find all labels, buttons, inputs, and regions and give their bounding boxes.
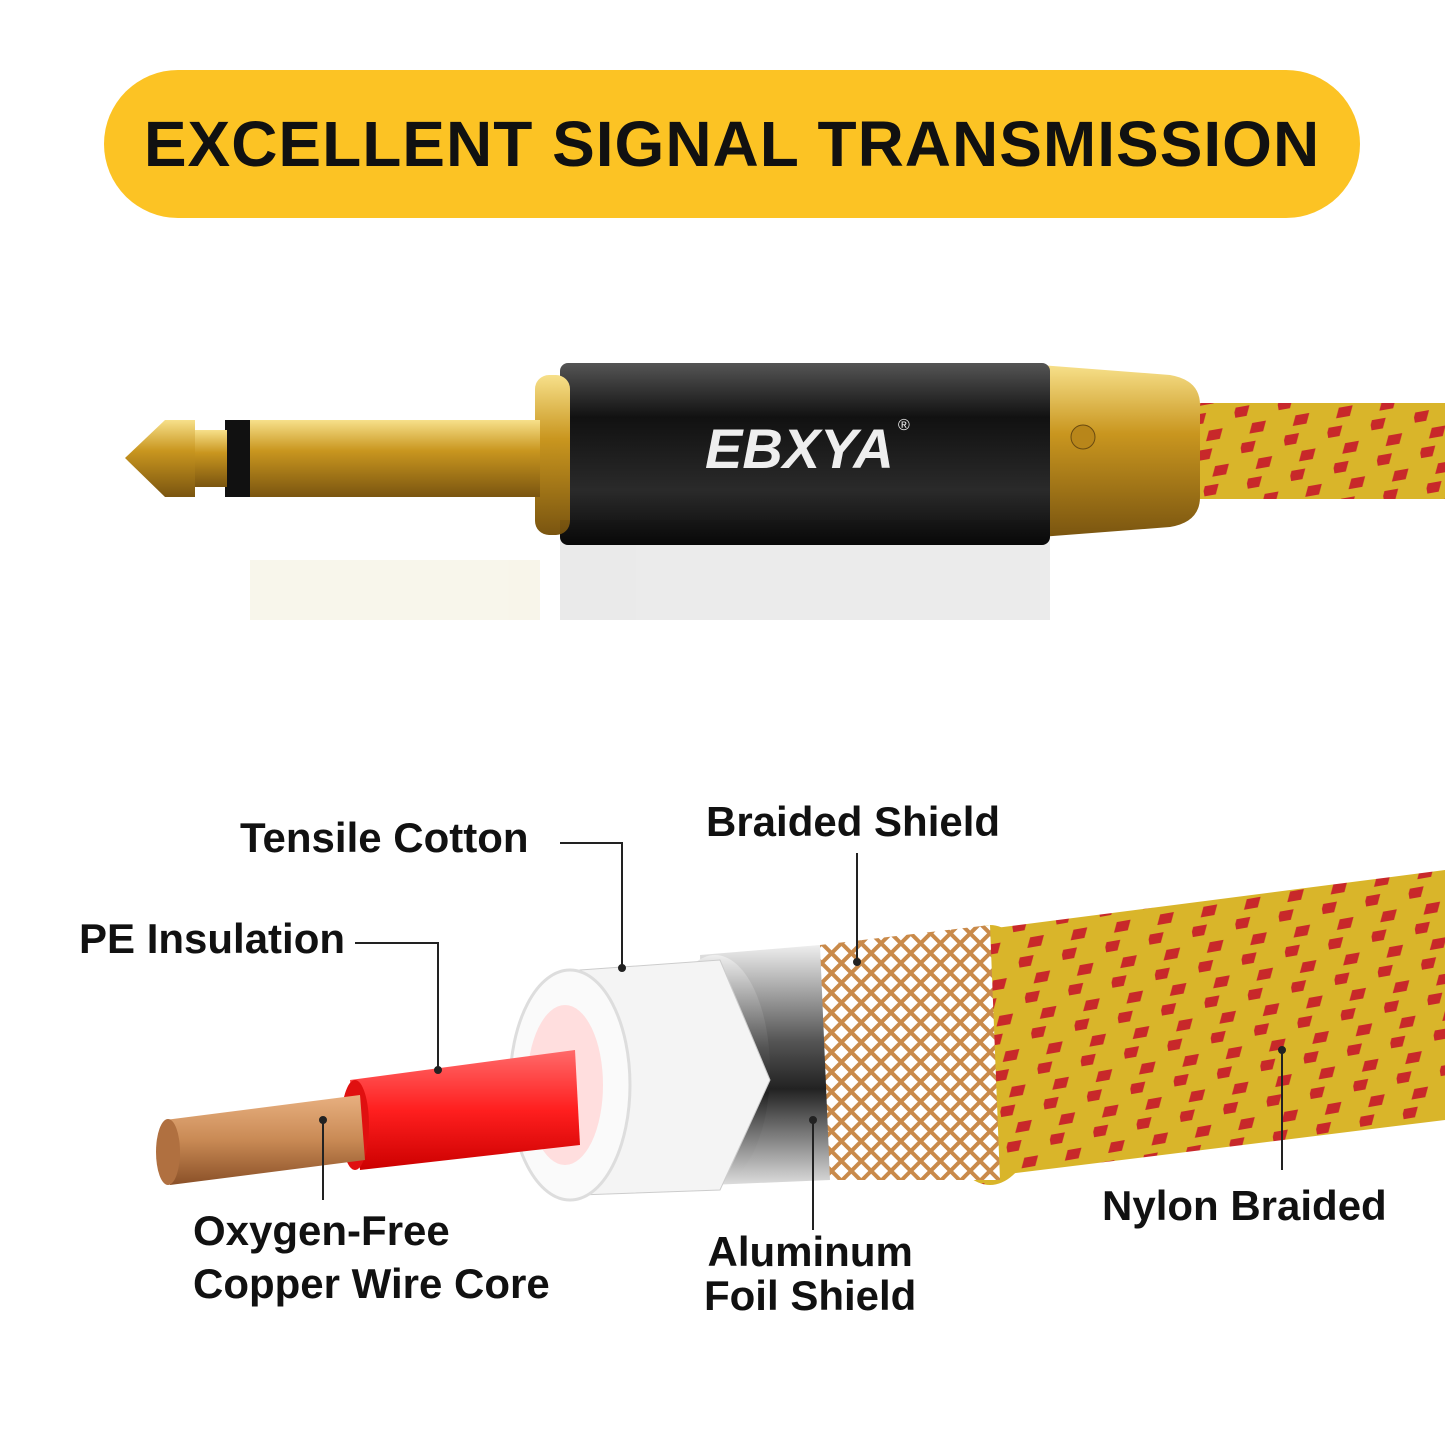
label-braided-shield: Braided Shield: [706, 798, 1001, 845]
copper-core: [165, 1095, 365, 1185]
leader-lines: [319, 842, 1286, 1230]
label-line: Oxygen-Free: [193, 1207, 450, 1254]
cable-cross-section: [156, 870, 1445, 1202]
nylon-cable-segment: [1190, 403, 1445, 499]
plug-body: [560, 363, 1050, 545]
brand-logo: EBXYA: [705, 417, 894, 480]
label-line: Copper Wire Core: [193, 1259, 550, 1307]
pe-insulation-layer: [350, 1050, 580, 1170]
label-line: Aluminum: [707, 1228, 913, 1275]
label-tensile-cotton: Tensile Cotton: [240, 814, 529, 861]
nylon-braided-layer: [980, 870, 1445, 1175]
header-banner: EXCELLENT SIGNAL TRANSMISSION: [104, 70, 1360, 218]
label-copper-core: Oxygen-Free Copper Wire Core: [193, 1205, 550, 1310]
header-title: EXCELLENT SIGNAL TRANSMISSION: [143, 108, 1321, 180]
screw-icon: [1070, 424, 1096, 450]
label-nylon-braided: Nylon Braided: [1102, 1182, 1387, 1229]
label-line: Foil Shield: [704, 1272, 917, 1320]
jack-plug: EBXYA ®: [125, 363, 1445, 620]
label-aluminum-foil: Aluminum Foil Shield: [704, 1228, 917, 1320]
label-pe-insulation: PE Insulation: [79, 915, 346, 962]
svg-text:®: ®: [898, 417, 910, 434]
